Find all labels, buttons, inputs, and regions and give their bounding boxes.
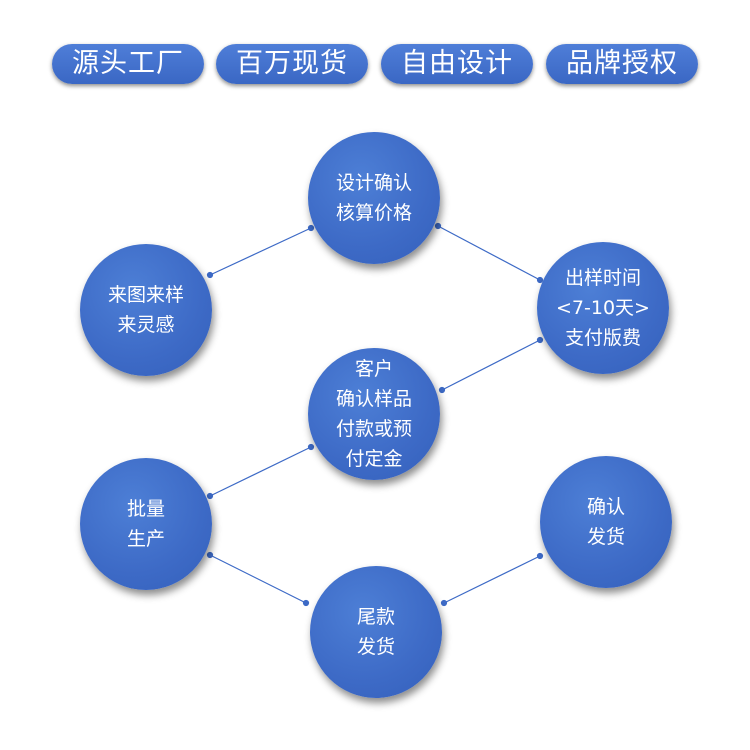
connector-sampling-customer (441, 339, 541, 391)
node-sampling-time: 出样时间 <7-10天> 支付版费 (537, 242, 669, 374)
tag-free-design: 自由设计 (381, 44, 533, 84)
node-line: 核算价格 (335, 202, 412, 224)
node-design-confirm: 设计确认 核算价格 (308, 132, 440, 264)
connector-dot (206, 551, 214, 559)
connector-dot (536, 336, 544, 344)
node-line: 出样时间 (564, 267, 641, 289)
feature-tags: 源头工厂 百万现货 自由设计 品牌授权 (0, 44, 750, 88)
node-line: 付定金 (345, 448, 403, 470)
node-line: 设计确认 (335, 172, 412, 194)
tag-million-stock: 百万现货 (216, 44, 368, 84)
node-line: 发货 (586, 526, 625, 548)
connector-dot (440, 599, 448, 607)
node-mass-production: 批量 生产 (80, 458, 212, 590)
node-line: 批量 (126, 498, 165, 520)
connector-inspiration-design (209, 227, 312, 276)
connector-dot (536, 552, 544, 560)
node-line: 支付版费 (564, 327, 641, 349)
node-line: 付款或预 (335, 418, 412, 440)
node-line: <7-10天> (556, 297, 650, 319)
connector-dot (307, 224, 315, 232)
node-final-payment: 尾款 发货 (310, 566, 442, 698)
node-confirm-shipment: 确认 发货 (540, 456, 672, 588)
node-customer-confirm: 客户 确认样品 付款或预 付定金 (308, 348, 440, 480)
node-line: 确认样品 (335, 388, 412, 410)
tag-brand-license: 品牌授权 (546, 44, 698, 84)
connector-dot (438, 386, 446, 394)
connector-customer-production (209, 446, 312, 497)
node-line: 来图来样 (107, 284, 184, 306)
connector-dot (302, 599, 310, 607)
connector-dot (206, 492, 214, 500)
node-line: 发货 (356, 636, 395, 658)
node-line: 确认 (586, 496, 625, 518)
node-line: 来灵感 (117, 314, 175, 336)
node-sample-inspiration: 来图来样 来灵感 (80, 244, 212, 376)
node-line: 客户 (354, 358, 393, 380)
connector-design-sampling (437, 225, 541, 281)
tag-source-factory: 源头工厂 (52, 44, 204, 84)
connector-final-confirm (443, 555, 541, 604)
connector-production-final (209, 554, 307, 604)
node-line: 尾款 (356, 606, 395, 628)
connector-dot (307, 443, 315, 451)
connector-dot (434, 222, 442, 230)
node-line: 生产 (126, 528, 165, 550)
connector-dot (206, 271, 214, 279)
